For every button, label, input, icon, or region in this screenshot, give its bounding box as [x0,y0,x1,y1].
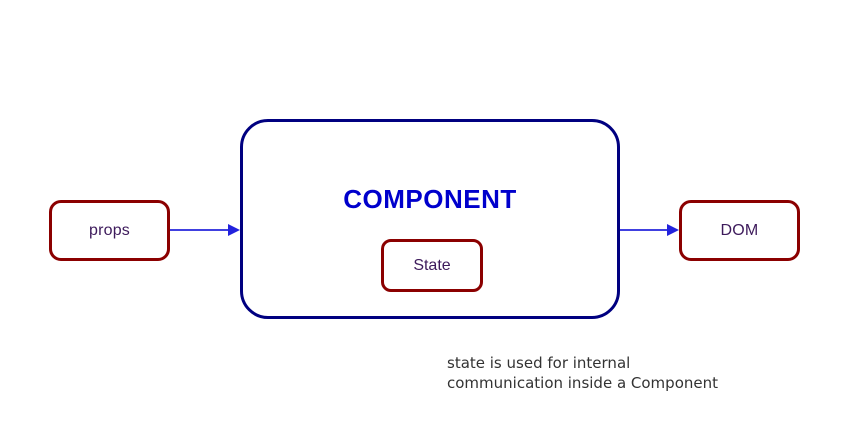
dom-label: DOM [720,221,759,239]
props-label: props [88,221,131,239]
caption-text: state is used for internal communication… [447,354,718,392]
arrow-component-to-dom [620,224,679,236]
dom-node: DOM [679,200,800,261]
state-label: State [413,256,451,274]
component-node: COMPONENT State [240,119,620,319]
props-node: props [49,200,170,261]
component-title: COMPONENT [343,184,517,214]
arrow-props-to-component [170,224,240,236]
state-node: State [381,239,483,292]
